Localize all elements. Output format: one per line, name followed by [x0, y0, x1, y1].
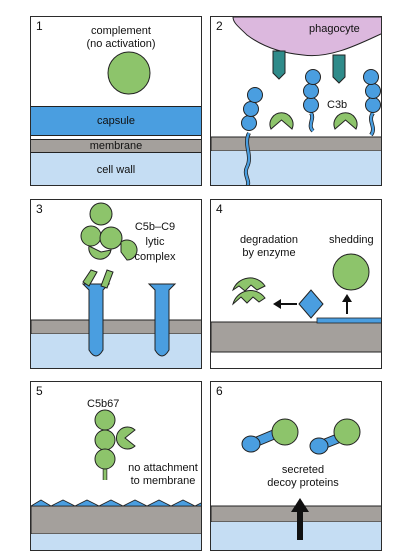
cell-wall-layer: cell wall — [31, 153, 201, 185]
panel-number: 3 — [36, 202, 43, 216]
lytic-complex-label: C5b–C9 lytic complex — [134, 221, 176, 263]
surface-molecule-bead — [303, 83, 319, 99]
shed-capsule-strip — [316, 317, 381, 324]
secretion-arrow-shaft — [297, 510, 303, 540]
decoy-protein-head — [271, 418, 299, 446]
c5b67-protein — [94, 429, 116, 451]
panel-6-art — [211, 418, 381, 550]
decoy-label: secreted decoy proteins — [267, 464, 339, 489]
membrane-label: membrane — [89, 140, 143, 152]
membrane-layer — [211, 136, 381, 152]
panel-number: 6 — [216, 384, 223, 398]
panel-number: 2 — [216, 19, 223, 33]
complement-protein — [107, 51, 151, 95]
shed-protein — [332, 253, 370, 291]
membrane-layer — [31, 319, 201, 335]
panel-number: 1 — [36, 19, 43, 33]
no-attachment-label: no attachment to membrane — [128, 462, 198, 487]
c5b67-label: C5b67 — [87, 398, 120, 410]
c5b67-protein — [116, 426, 136, 450]
cell-wall-label: cell wall — [96, 164, 136, 176]
panel-3: 3 C5b–C9 lytic complex — [30, 199, 202, 369]
c5b-c9-protein — [99, 226, 123, 250]
c5b-c9-tail — [82, 269, 98, 287]
panel-5-art — [31, 409, 201, 550]
cell-wall-layer — [31, 334, 201, 368]
panel-6: 6 secreted decoy proteins — [210, 381, 382, 551]
c3b-protein — [333, 112, 358, 130]
phagocyte-cell — [232, 17, 381, 57]
c3b-label: C3b — [327, 99, 348, 111]
surface-molecule-bead — [305, 69, 321, 85]
decoy-protein-base — [241, 435, 261, 453]
lytic-pore — [147, 283, 177, 357]
surface-molecule-bead — [303, 97, 319, 113]
phagocyte-receptor — [272, 50, 286, 80]
cell-wall-layer — [211, 151, 381, 185]
membrane-layer: membrane — [31, 139, 201, 153]
capsule-layer: capsule — [31, 106, 201, 136]
c5b-c9-tail — [100, 269, 114, 289]
c5b-c9-protein — [88, 245, 112, 260]
secretion-arrow-icon — [291, 498, 309, 512]
complement-label: complement (no activation) — [86, 25, 156, 50]
surface-spikes — [31, 499, 201, 507]
panel-4-art — [211, 253, 381, 353]
lytic-pore — [81, 283, 111, 357]
surface-molecule-bead — [241, 115, 257, 131]
shedding-label: shedding — [329, 234, 374, 246]
panel-number: 5 — [36, 384, 43, 398]
panel-5: 5 C5b67 no attachment to membrane — [30, 381, 202, 551]
degradation-label: degradation by enzyme — [239, 234, 299, 259]
c5b-c9-protein — [120, 239, 138, 261]
c5b67-protein — [94, 448, 116, 470]
cell-wall-layer — [211, 321, 381, 353]
c5b-c9-protein — [80, 225, 102, 247]
cell-wall-layer — [211, 522, 381, 550]
degraded-protein — [232, 290, 266, 306]
phagocyte-label: phagocyte — [309, 23, 360, 35]
panel-1: 1 complement (no activation) capsule mem… — [30, 16, 202, 186]
surface-molecule-bead — [247, 87, 263, 103]
panel-1-art — [107, 51, 151, 95]
membrane-layer — [31, 505, 201, 535]
surface-molecule-bead — [365, 83, 381, 99]
degraded-protein — [232, 277, 266, 292]
c5b67-protein — [94, 409, 116, 431]
capsule-label: capsule — [97, 115, 135, 127]
panel-2-art — [211, 17, 381, 185]
panel-2: 2 phagocyte C3b — [210, 16, 382, 186]
enzyme-diamond — [298, 289, 324, 319]
c3b-protein — [269, 112, 294, 130]
panel-4: 4 degradation by enzyme shedding — [210, 199, 382, 369]
surface-molecule-bead — [363, 69, 379, 85]
decoy-protein-head — [333, 418, 361, 446]
cell-wall-layer — [31, 534, 201, 550]
panel-3-art — [31, 202, 201, 368]
phagocyte-receptor — [332, 54, 346, 84]
panel-number: 4 — [216, 202, 223, 216]
surface-molecule-bead — [365, 97, 381, 113]
c5b-c9-protein — [89, 202, 113, 226]
surface-molecule-bead — [243, 101, 259, 117]
decoy-protein-base — [309, 437, 329, 455]
